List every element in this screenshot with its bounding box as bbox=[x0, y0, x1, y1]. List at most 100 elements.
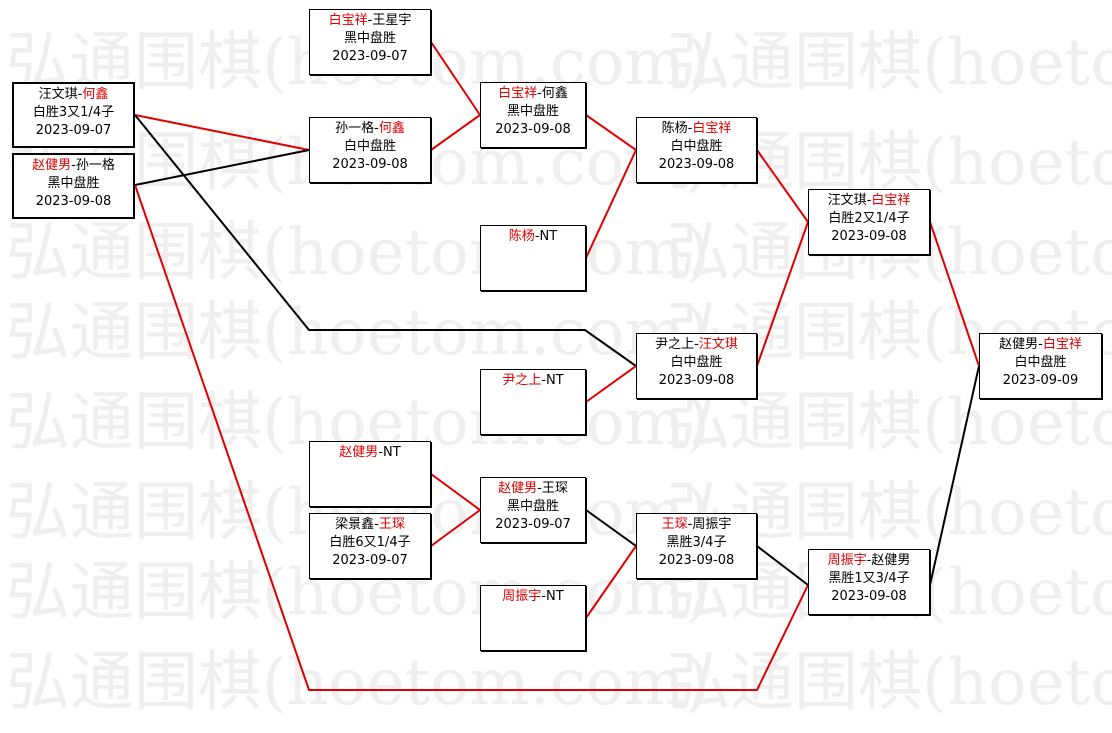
match-players: 陈杨-白宝祥 bbox=[661, 121, 732, 136]
watermark-text: 弘通围棋(hoetom.com) bbox=[666, 26, 1112, 100]
match-result: 黑中盘胜 bbox=[506, 104, 559, 119]
connector-line bbox=[585, 365, 637, 403]
player-name: 王星宇 bbox=[372, 13, 412, 28]
match-players: 周振宇-NT bbox=[502, 589, 564, 604]
match-box[interactable]: 陈杨-白宝祥 白中盘胜 2023-09-08 bbox=[636, 117, 757, 183]
player-name: 周振宇 bbox=[502, 589, 542, 604]
watermark-text: 弘通围棋(hoetom.com) bbox=[6, 216, 710, 290]
match-date: 2023-09-08 bbox=[831, 589, 907, 604]
player-name: 白宝祥 bbox=[692, 121, 732, 136]
player-name: 周振宇 bbox=[692, 517, 732, 532]
player-name: 王琛 bbox=[378, 517, 405, 532]
match-box[interactable]: 梁景鑫-王琛 白胜6又1/4子 2023-09-07 bbox=[309, 513, 431, 579]
match-box[interactable]: 汪文琪-白宝祥 白胜2又1/4子 2023-09-08 bbox=[808, 189, 930, 255]
match-date: 2023-09-08 bbox=[658, 373, 735, 388]
match-result: 白胜3又1/4子 bbox=[32, 105, 115, 120]
match-result: 黑胜1又3/4子 bbox=[828, 571, 910, 586]
match-date: 2023-09-07 bbox=[35, 123, 112, 138]
match-players: 白宝祥-何鑫 bbox=[498, 86, 568, 101]
match-result: 白中盘胜 bbox=[343, 139, 396, 154]
match-result: 黑中盘胜 bbox=[506, 499, 559, 514]
match-date: 2023-09-09 bbox=[1002, 373, 1079, 388]
player-name: 赵健男 bbox=[999, 337, 1039, 352]
player-name: 白宝祥 bbox=[871, 193, 911, 208]
connector-line bbox=[134, 149, 310, 186]
player-name: 孙一格 bbox=[335, 121, 375, 136]
connector-line bbox=[430, 509, 481, 547]
connector-line bbox=[430, 41, 481, 116]
match-date: 2023-09-08 bbox=[831, 229, 907, 244]
player-name: NT bbox=[539, 229, 558, 244]
match-date: 2023-09-07 bbox=[332, 49, 408, 64]
match-result: 白胜2又1/4子 bbox=[828, 211, 910, 226]
player-name: NT bbox=[546, 373, 564, 388]
match-result: 黑中盘胜 bbox=[343, 31, 396, 46]
connector-line bbox=[430, 114, 481, 151]
connector-line bbox=[756, 221, 809, 367]
watermark-text: 弘通围棋(hoetom.com) bbox=[6, 646, 710, 720]
player-name: 尹之上 bbox=[502, 373, 542, 388]
match-box[interactable]: 周振宇-NT bbox=[480, 585, 586, 651]
player-name: 孙一格 bbox=[75, 158, 115, 173]
player-name: 白宝祥 bbox=[1042, 337, 1082, 352]
connector-line bbox=[585, 509, 637, 547]
player-name: NT bbox=[546, 589, 564, 604]
match-players: 赵健男-王琛 bbox=[498, 481, 568, 496]
match-date: 2023-09-08 bbox=[332, 157, 408, 172]
player-name: 赵健男 bbox=[498, 481, 538, 496]
match-box[interactable]: 孙一格-何鑫 白中盘胜 2023-09-08 bbox=[309, 117, 431, 183]
player-name: 何鑫 bbox=[82, 87, 109, 102]
match-players: 孙一格-何鑫 bbox=[335, 121, 405, 136]
match-players: 汪文琪-何鑫 bbox=[38, 87, 109, 102]
match-result: 白中盘胜 bbox=[1014, 355, 1067, 370]
connector-line bbox=[756, 149, 809, 223]
player-name: 汪文琪 bbox=[38, 87, 78, 102]
player-name: 赵健男 bbox=[871, 553, 911, 568]
connector-line bbox=[134, 114, 637, 367]
match-players: 梁景鑫-王琛 bbox=[335, 517, 405, 532]
connector-line bbox=[585, 545, 637, 619]
match-box[interactable]: 赵健男-王琛 黑中盘胜 2023-09-07 bbox=[480, 477, 586, 543]
player-name: NT bbox=[383, 445, 401, 460]
match-box[interactable]: 汪文琪-何鑫 白胜3又1/4子 2023-09-07 bbox=[12, 82, 135, 148]
match-date: 2023-09-08 bbox=[658, 157, 735, 172]
connector-line bbox=[585, 149, 637, 259]
match-box[interactable]: 白宝祥-王星宇 黑中盘胜 2023-09-07 bbox=[309, 9, 431, 75]
match-players: 汪文琪-白宝祥 bbox=[827, 193, 911, 208]
match-box[interactable]: 赵健男-孙一格 黑中盘胜 2023-09-08 bbox=[12, 153, 135, 219]
match-box[interactable]: 王琛-周振宇 黑胜3/4子 2023-09-08 bbox=[636, 513, 757, 579]
player-name: 赵健男 bbox=[339, 445, 379, 460]
connector-line bbox=[585, 114, 637, 151]
match-result: 黑胜3/4子 bbox=[666, 535, 727, 550]
connector-line bbox=[929, 221, 980, 367]
match-date: 2023-09-07 bbox=[495, 517, 571, 532]
player-name: 白宝祥 bbox=[328, 13, 368, 28]
match-players: 陈杨-NT bbox=[508, 229, 558, 244]
connector-line bbox=[430, 473, 481, 511]
match-box[interactable]: 陈杨-NT bbox=[480, 225, 586, 291]
player-name: 陈杨 bbox=[661, 121, 688, 136]
connector-line bbox=[134, 184, 809, 691]
match-box[interactable]: 尹之上-汪文琪 白中盘胜 2023-09-08 bbox=[636, 333, 757, 399]
player-name: 王琛 bbox=[541, 481, 568, 496]
match-date: 2023-09-08 bbox=[495, 122, 571, 137]
match-box[interactable]: 白宝祥-何鑫 黑中盘胜 2023-09-08 bbox=[480, 82, 586, 148]
match-players: 白宝祥-王星宇 bbox=[328, 13, 412, 28]
match-players: 赵健男-白宝祥 bbox=[999, 337, 1082, 352]
player-name: 何鑫 bbox=[541, 86, 568, 101]
player-name: 白宝祥 bbox=[498, 86, 538, 101]
player-name: 周振宇 bbox=[827, 553, 867, 568]
match-box[interactable]: 赵健男-NT bbox=[309, 441, 431, 507]
final-match-box[interactable]: 赵健男-白宝祥 白中盘胜 2023-09-09 bbox=[979, 333, 1102, 399]
match-box[interactable]: 周振宇-赵健男 黑胜1又3/4子 2023-09-08 bbox=[808, 549, 930, 615]
match-players: 赵健男-NT bbox=[339, 445, 401, 460]
match-box[interactable]: 尹之上-NT bbox=[480, 369, 586, 435]
match-result: 黑中盘胜 bbox=[47, 176, 100, 191]
player-name: 汪文琪 bbox=[827, 193, 867, 208]
match-players: 王琛-周振宇 bbox=[661, 517, 732, 532]
player-name: 陈杨 bbox=[508, 229, 535, 244]
connector-line bbox=[929, 365, 980, 586]
watermark-text: 弘通围棋(hoetom.com) bbox=[6, 296, 710, 370]
